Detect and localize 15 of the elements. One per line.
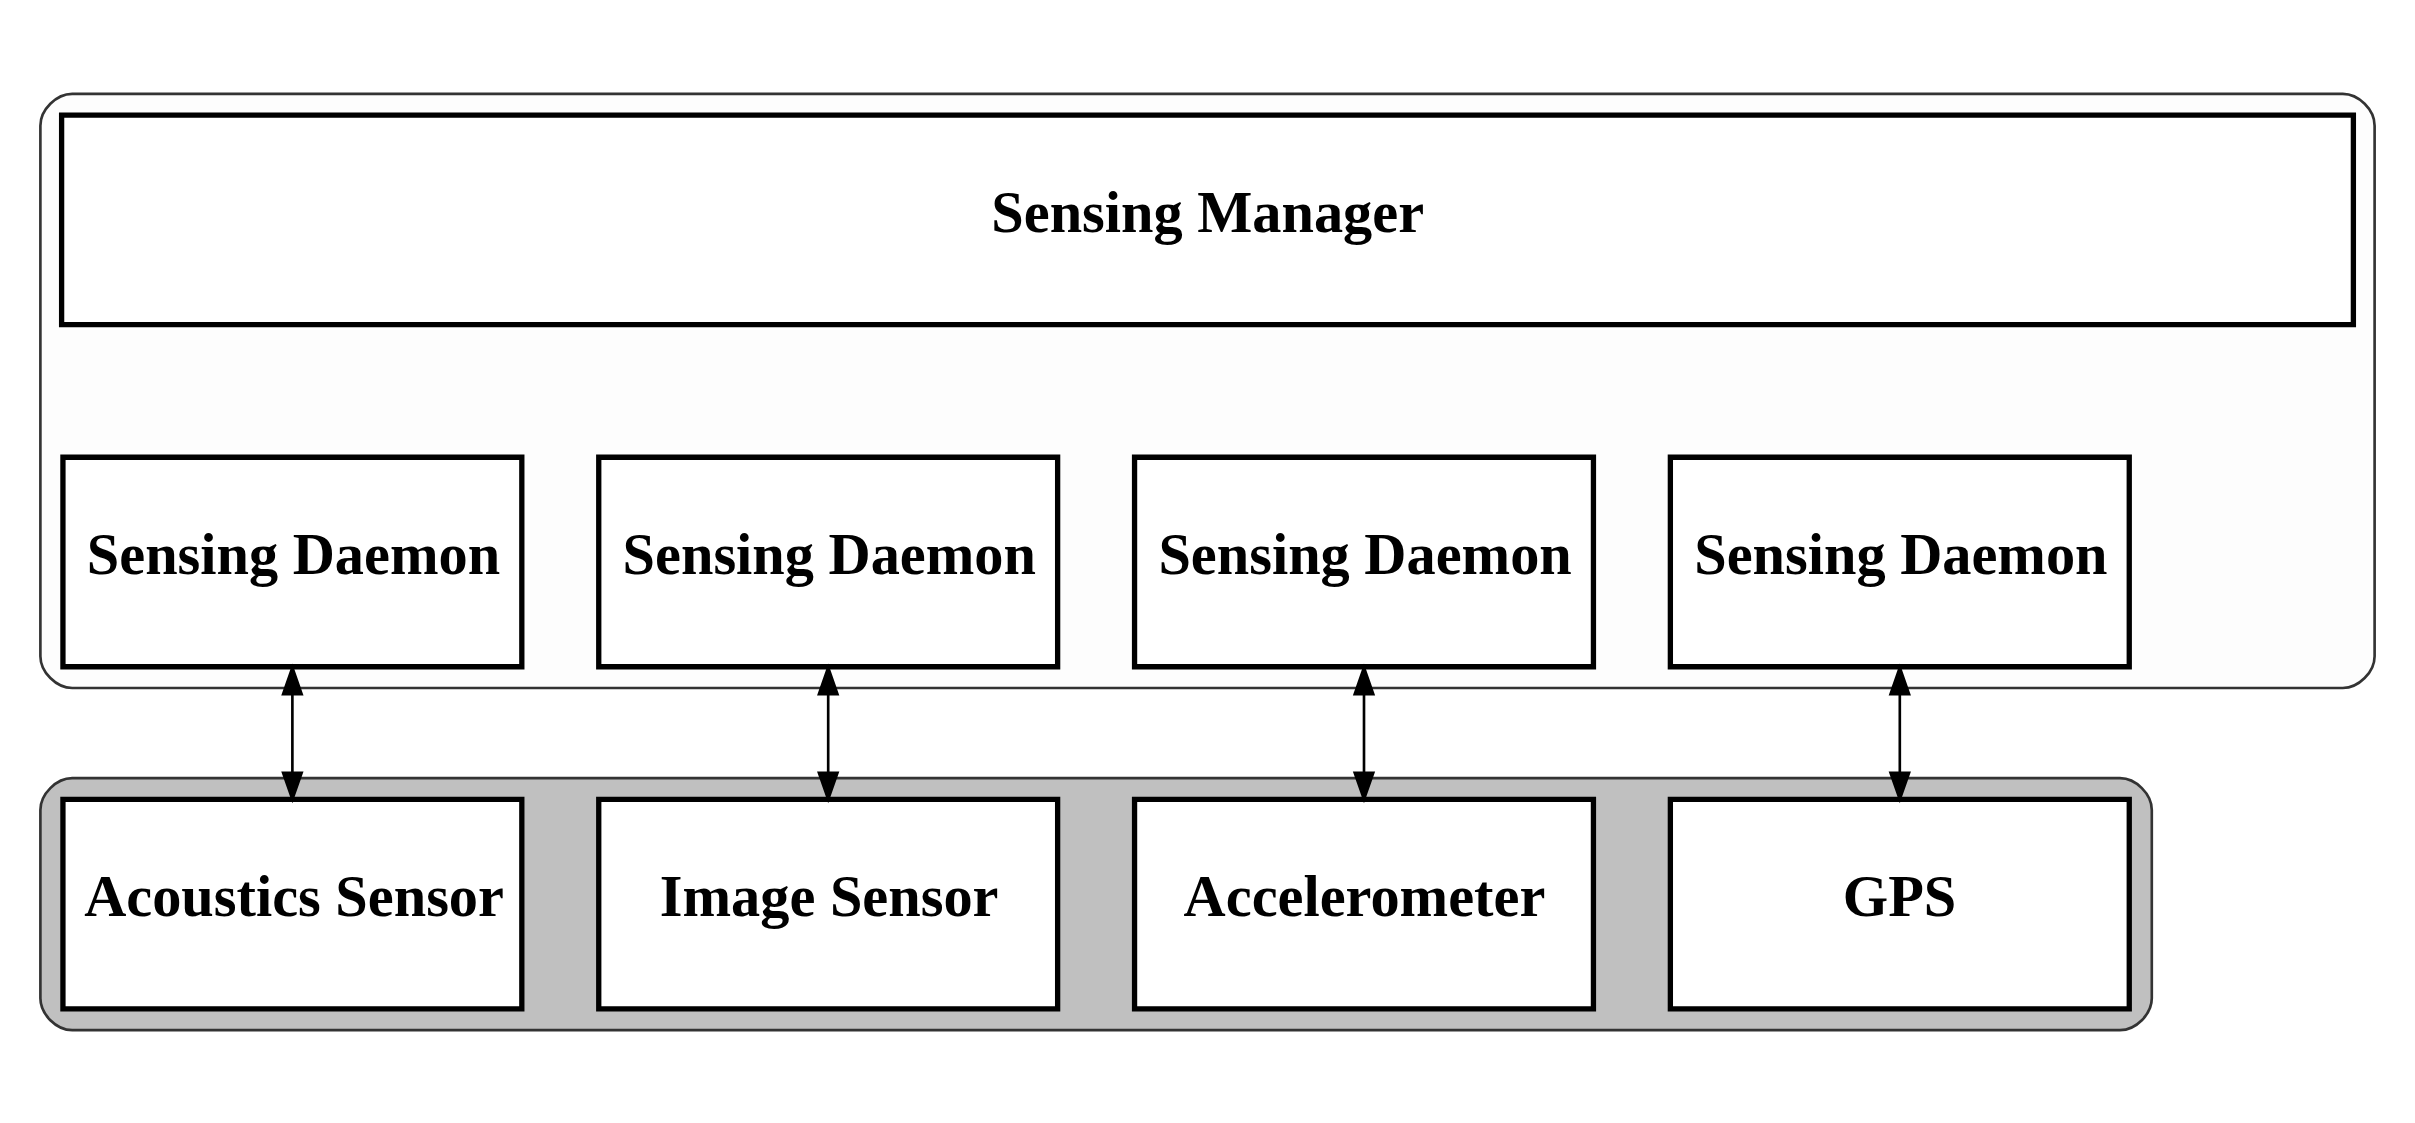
node-box: Sensing Daemon bbox=[1667, 454, 2132, 669]
cluster bbox=[39, 92, 2376, 689]
node-box: Acoustics Sensor bbox=[60, 796, 525, 1012]
node-box: Sensing Daemon bbox=[1131, 454, 1597, 669]
node-box: GPS bbox=[1667, 796, 2132, 1012]
node-box: Image Sensor bbox=[596, 796, 1061, 1012]
arrow bbox=[817, 663, 840, 803]
arrow bbox=[1888, 663, 1911, 803]
node-box: Sensing Manager bbox=[58, 111, 2357, 327]
node-box: Sensing Daemon bbox=[596, 454, 1061, 669]
arrow bbox=[1352, 663, 1376, 803]
node-box: Sensing Daemon bbox=[60, 454, 525, 669]
cluster bbox=[39, 776, 2154, 1031]
node-box: Accelerometer bbox=[1131, 796, 1597, 1012]
arrow bbox=[281, 663, 304, 803]
